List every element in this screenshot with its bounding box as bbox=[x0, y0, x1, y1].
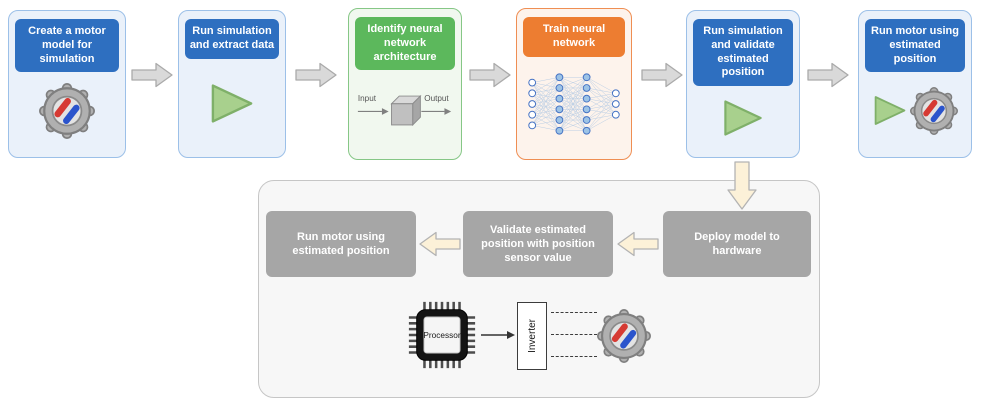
step-title: Run motor using estimated position bbox=[865, 19, 965, 73]
step-title: Run simulation and validate estimated po… bbox=[693, 19, 793, 86]
dashed-connector bbox=[551, 334, 597, 335]
step-title: Create a motor model for simulation bbox=[15, 19, 119, 73]
input-output-cube-diagram: Input Output bbox=[358, 94, 452, 127]
flow-arrow-right-icon bbox=[469, 62, 511, 88]
dashed-connector bbox=[551, 356, 597, 357]
connector-arrow-icon bbox=[481, 331, 515, 339]
flow-arrow-right-icon bbox=[807, 62, 849, 88]
flow-arrow-left-icon bbox=[617, 231, 659, 257]
step-icon-area: Input Output bbox=[355, 70, 455, 151]
neural-network-diagram bbox=[528, 73, 620, 135]
motor-icon bbox=[597, 309, 651, 363]
svg-text:Output: Output bbox=[424, 94, 449, 103]
flow-arrow-right-icon bbox=[641, 62, 683, 88]
step-title: Run simulation and extract data bbox=[185, 19, 279, 59]
flow-arrow-down-icon bbox=[727, 161, 757, 210]
inverter-box: Inverter bbox=[517, 302, 547, 370]
hardware-step-validate-position: Validate estimated position with positio… bbox=[463, 211, 613, 277]
step-card-run-simulation-extract: Run simulation and extract data bbox=[178, 10, 286, 158]
play-icon bbox=[211, 84, 253, 123]
step-icon-area bbox=[693, 86, 793, 149]
hardware-step-deploy-model: Deploy model to hardware bbox=[663, 211, 811, 277]
step-icon-area bbox=[523, 57, 625, 152]
flow-arrow-right-icon bbox=[131, 62, 173, 88]
hardware-panel: Deploy model to hardware Validate estima… bbox=[258, 180, 820, 398]
step-card-train-neural-network: Train neural network bbox=[516, 8, 632, 160]
processor-chip-icon: Processor bbox=[408, 301, 476, 369]
step-icon-area bbox=[15, 72, 119, 149]
flow-arrow-left-icon bbox=[419, 231, 461, 257]
inverter-label: Inverter bbox=[526, 319, 538, 353]
processor-label: Processor bbox=[423, 331, 460, 340]
motor-icon bbox=[910, 86, 958, 135]
play-icon bbox=[724, 99, 762, 136]
flow-arrow-right-icon bbox=[295, 62, 337, 88]
step-title: Train neural network bbox=[523, 17, 625, 57]
step-card-identify-nn-architecture: Identify neural network architecture Inp… bbox=[348, 8, 462, 160]
step-title: Identify neural network architecture bbox=[355, 17, 455, 71]
dashed-connector bbox=[551, 312, 597, 313]
step-card-create-motor-model: Create a motor model for simulation bbox=[8, 10, 126, 158]
motor-icon bbox=[39, 82, 95, 139]
step-card-run-motor-estimated: Run motor using estimated position bbox=[858, 10, 972, 158]
step-icon-area bbox=[185, 59, 279, 150]
svg-text:Input: Input bbox=[358, 94, 377, 103]
hardware-step-run-motor: Run motor using estimated position bbox=[266, 211, 416, 277]
play-icon bbox=[874, 96, 906, 126]
step-card-run-simulation-validate: Run simulation and validate estimated po… bbox=[686, 10, 800, 158]
step-icon-area bbox=[865, 72, 965, 149]
